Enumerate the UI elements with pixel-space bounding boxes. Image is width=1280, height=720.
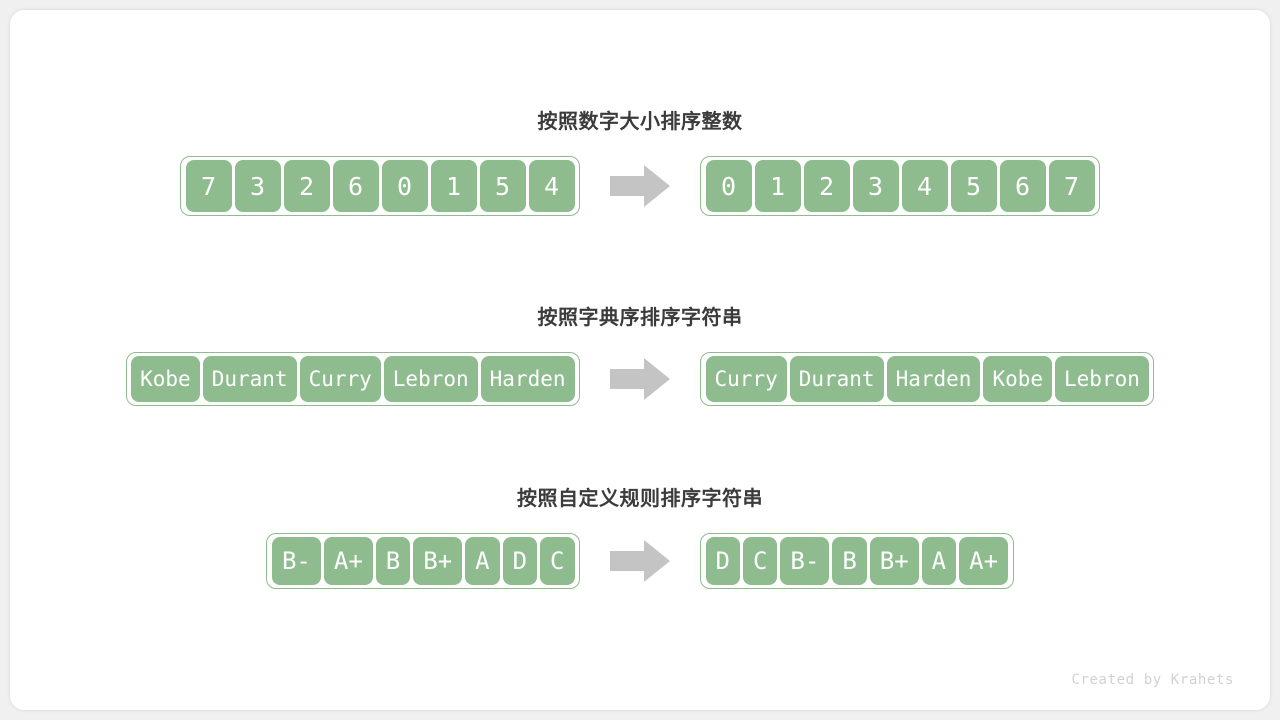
- arrow-right-icon: [580, 163, 700, 209]
- array-cell-after: 1: [754, 160, 801, 212]
- credit-footer: Created by Krahets: [1071, 672, 1234, 688]
- array-cell-after: 5: [950, 160, 997, 212]
- array-cell-after: 2: [803, 160, 850, 212]
- array-cell-before: 1: [430, 160, 477, 212]
- array-cell-before: 7: [185, 160, 232, 212]
- array-cell-after: D: [705, 537, 740, 585]
- array-cell-before: 0: [381, 160, 428, 212]
- array-cell-before: B: [375, 537, 411, 585]
- array-cell-before: 5: [479, 160, 526, 212]
- arrow-right-icon: [580, 538, 700, 584]
- array-cell-after: Harden: [886, 356, 981, 402]
- array-cell-before: Curry: [299, 356, 381, 402]
- array-cell-before: C: [540, 537, 575, 585]
- array-cell-after: B+: [869, 537, 919, 585]
- array-cell-after: 3: [852, 160, 899, 212]
- array-cell-after: 7: [1048, 160, 1095, 212]
- row-title-custom: 按照自定义规则排序字符串: [517, 488, 763, 510]
- array-cell-before: Kobe: [131, 356, 200, 402]
- array-cell-before: A: [465, 537, 500, 585]
- array-cell-after: 6: [999, 160, 1046, 212]
- array-cell-before: 6: [332, 160, 379, 212]
- array-cell-after: C: [742, 537, 778, 585]
- array-cell-after: Curry: [705, 356, 787, 402]
- array-cell-before: Lebron: [383, 356, 478, 402]
- array-cell-after: A: [921, 537, 957, 585]
- row-title-lexicographic: 按照字典序排序字符串: [537, 307, 743, 329]
- array-cell-after: B-: [780, 537, 830, 585]
- array-cell-after: 0: [705, 160, 752, 212]
- row-title-integers: 按照数字大小排序整数: [537, 111, 743, 133]
- array-cell-before: Harden: [480, 356, 575, 402]
- array-cell-after: 4: [901, 160, 948, 212]
- array-cell-before: 3: [234, 160, 281, 212]
- array-cell-before: Durant: [202, 356, 297, 402]
- array-cell-after: Kobe: [983, 356, 1053, 402]
- array-cell-after: Lebron: [1055, 356, 1149, 402]
- arrow-right-icon: [580, 356, 700, 402]
- array-cell-after: A+: [959, 537, 1009, 585]
- array-cell-after: Durant: [789, 356, 884, 402]
- array-cell-before: B+: [413, 537, 463, 585]
- array-cell-before: D: [502, 537, 538, 585]
- array-cell-before: 4: [528, 160, 575, 212]
- array-cell-before: 2: [283, 160, 330, 212]
- array-cell-before: A+: [323, 537, 373, 585]
- array-cell-after: B: [832, 537, 867, 585]
- array-cell-before: B-: [271, 537, 321, 585]
